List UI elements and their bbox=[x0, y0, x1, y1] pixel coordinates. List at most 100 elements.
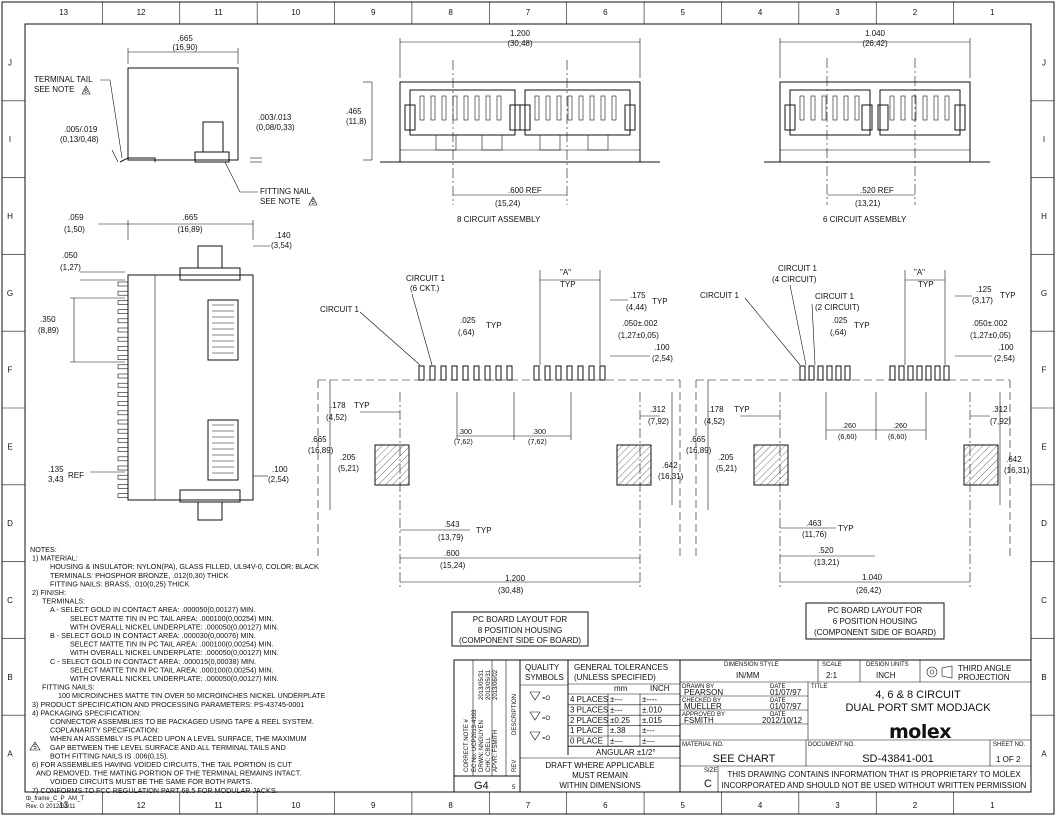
p6-circuit1-mid-sub: (2 CIRCUIT) bbox=[815, 303, 860, 312]
zone-col-9: 9 bbox=[371, 8, 376, 17]
rev-sym: 5 bbox=[512, 785, 516, 791]
p8-dim-175: .175 bbox=[630, 291, 646, 300]
zone-row-D: D bbox=[1041, 519, 1047, 528]
p8-dim-300b: .300 bbox=[532, 427, 546, 436]
drawn-by-label: DRAWN BY bbox=[682, 684, 714, 690]
note-ref-5: 5 bbox=[311, 200, 315, 206]
zone-row-A: A bbox=[7, 750, 13, 759]
p8-dim-600: .600 bbox=[444, 549, 460, 558]
note-line: VOIDED CIRCUITS MUST BE THE SAME FOR BOT… bbox=[50, 777, 252, 786]
p8-dim-642: .642 bbox=[662, 461, 678, 470]
svg-text:=O: =O bbox=[542, 736, 551, 742]
note-line: 3) PRODUCT SPECIFICATION AND PROCESSING … bbox=[32, 700, 304, 709]
quality-symbols: =O =O =O bbox=[529, 691, 551, 742]
terminal-tail-see-note: SEE NOTE bbox=[34, 85, 74, 94]
p6-dim-463: .463 bbox=[806, 519, 822, 528]
tol-inch: ±---- bbox=[642, 695, 657, 704]
front6-dim-width-mm: (26,42) bbox=[862, 39, 888, 48]
document-number: SD-43841-001 bbox=[862, 753, 934, 765]
p8-dim-1200: 1.200 bbox=[505, 574, 526, 583]
tol-place: 4 PLACES bbox=[570, 695, 608, 704]
tol-place: 3 PLACES bbox=[570, 705, 608, 714]
rev-date3: 2013/06/02 bbox=[493, 669, 499, 700]
material-label: MATERIAL NO. bbox=[682, 742, 724, 748]
rev-ec-no: EC No: UCP2013-4393 bbox=[472, 709, 478, 772]
zone-col-8: 8 bbox=[448, 8, 453, 17]
svg-text:=O: =O bbox=[542, 696, 551, 702]
frame-info-1: tb_frame_C_P_AM_T bbox=[26, 796, 84, 802]
p8-dim-543-typ: TYP bbox=[476, 526, 492, 535]
zone-col-9: 9 bbox=[371, 801, 376, 810]
p6-dim-260b-mm: (6,60) bbox=[888, 432, 907, 441]
rev-drwn: DRWN: NNGUYEN bbox=[479, 720, 485, 772]
projection-1: THIRD ANGLE bbox=[958, 664, 1011, 673]
tol-mm: ±--- bbox=[610, 695, 623, 704]
size-value: C bbox=[704, 778, 712, 790]
note-line: SELECT MATTE TIN IN PC TAIL AREA: .00010… bbox=[70, 665, 274, 674]
proprietary-line-1: THIS DRAWING CONTAINS INFORMATION THAT I… bbox=[727, 770, 1021, 779]
drawn-date-label: DATE bbox=[770, 684, 786, 690]
zone-row-H: H bbox=[1041, 212, 1047, 221]
p8-dim-100-mm: (2,54) bbox=[652, 354, 673, 363]
p6-dim-125-mm: (3,17) bbox=[972, 296, 993, 305]
tol-place: 1 PLACE bbox=[570, 726, 603, 735]
title-block: CORRECT NOTE # EC No: UCP2013-4393 DRWN:… bbox=[453, 659, 1032, 793]
side-dim-tail-mm: (0,13/0,48) bbox=[60, 135, 99, 144]
p8-dim-300a: .300 bbox=[458, 427, 472, 436]
frame-info-2: Rev. G 2012/01/11 bbox=[26, 804, 76, 810]
front-view-6-circuit: 1.040 (26,42) .520 REF (13,21) 6 CIRCUIT… bbox=[764, 29, 990, 224]
rev-description: DESCRIPTION bbox=[512, 694, 518, 735]
p6-dim-178: .178 bbox=[708, 405, 724, 414]
zone-col-1: 1 bbox=[990, 801, 995, 810]
proprietary-line-2: INCORPORATED AND SHOULD NOT BE USED WITH… bbox=[722, 781, 1027, 790]
p6-a-typ: TYP bbox=[918, 280, 934, 289]
p8-dim-600-mm: (15,24) bbox=[440, 561, 466, 570]
note-line: FITTING NAILS: bbox=[42, 683, 95, 692]
note-line: GAP BETWEEN THE LEVEL SURFACE AND ALL TE… bbox=[50, 743, 286, 752]
p8-dim-312-mm: (7,92) bbox=[648, 417, 669, 426]
zone-row-C: C bbox=[1041, 596, 1047, 605]
p8-dim-205: .205 bbox=[340, 453, 356, 462]
note-line: HOUSING & INSULATOR: NYLON(PA), GLASS FI… bbox=[50, 562, 319, 571]
tol-inch: ±--- bbox=[642, 726, 655, 735]
terminal-tail-label: TERMINAL TAIL bbox=[34, 75, 93, 84]
zone-row-E: E bbox=[7, 442, 12, 451]
p6-dim-205-mm: (5,21) bbox=[716, 464, 737, 473]
p8-circuit1: CIRCUIT 1 bbox=[320, 305, 360, 314]
dim-style-label: DIMENSION STYLE bbox=[724, 662, 779, 668]
pcb-layout-8: .300 (7,62) .300 (7,62) CIRCUIT 1 (6 CKT… bbox=[308, 268, 684, 647]
zone-col-4: 4 bbox=[758, 801, 763, 810]
p8-box-line2: 8 POSITION HOUSING bbox=[478, 626, 562, 635]
zone-col-10: 10 bbox=[291, 801, 300, 810]
zone-col-11: 11 bbox=[214, 8, 223, 17]
zone-row-F: F bbox=[1042, 366, 1047, 375]
p6-dim-1040: 1.040 bbox=[862, 573, 883, 582]
front8-dim-width: 1.200 bbox=[510, 29, 531, 38]
p8-dim-025-mm: (,64) bbox=[458, 328, 475, 337]
rev-correct-note: CORRECT NOTE # bbox=[464, 718, 470, 772]
front-view-8-circuit: .465 (11,8) 1.200 (30,48) .600 REF (15,2… bbox=[346, 29, 660, 224]
note-line: C - SELECT GOLD IN CONTACT AREA: .000015… bbox=[50, 657, 256, 666]
design-units-label: DESIGN UNITS bbox=[866, 662, 909, 668]
size-label: SIZE bbox=[704, 768, 717, 774]
p6-dim-463-mm: (11,76) bbox=[802, 530, 827, 539]
note-line: COPLANARITY SPECIFICATION: bbox=[50, 726, 159, 735]
p6-a-label: "A" bbox=[914, 268, 925, 277]
zone-row-I: I bbox=[9, 135, 11, 144]
top-dim-050: .050 bbox=[62, 251, 78, 260]
note-line: 4) PACKAGING SPECIFICATION: bbox=[32, 708, 141, 717]
top-dim-135-mm: 3,43 bbox=[48, 475, 64, 484]
p6-dim-125: .125 bbox=[976, 285, 992, 294]
front8-caption: 8 CIRCUIT ASSEMBLY bbox=[457, 215, 541, 224]
note-line: 100 MICROINCHES MATTE TIN OVER 50 MICROI… bbox=[58, 691, 326, 700]
front6-dim-ref-mm: (13,21) bbox=[855, 199, 881, 208]
note-line: WITH OVERALL NICKEL UNDERPLATE: .000050(… bbox=[70, 648, 279, 657]
p8-dim-025: .025 bbox=[460, 316, 476, 325]
zone-row-J: J bbox=[8, 58, 12, 67]
zone-col-5: 5 bbox=[681, 801, 686, 810]
p6-dim-050: .050±.002 bbox=[972, 319, 1008, 328]
p8-dim-050-mm: (1,27±0,05) bbox=[618, 331, 659, 340]
p6-dim-642-mm: (16,31) bbox=[1004, 466, 1030, 475]
p8-dim-025-typ: TYP bbox=[486, 321, 502, 330]
